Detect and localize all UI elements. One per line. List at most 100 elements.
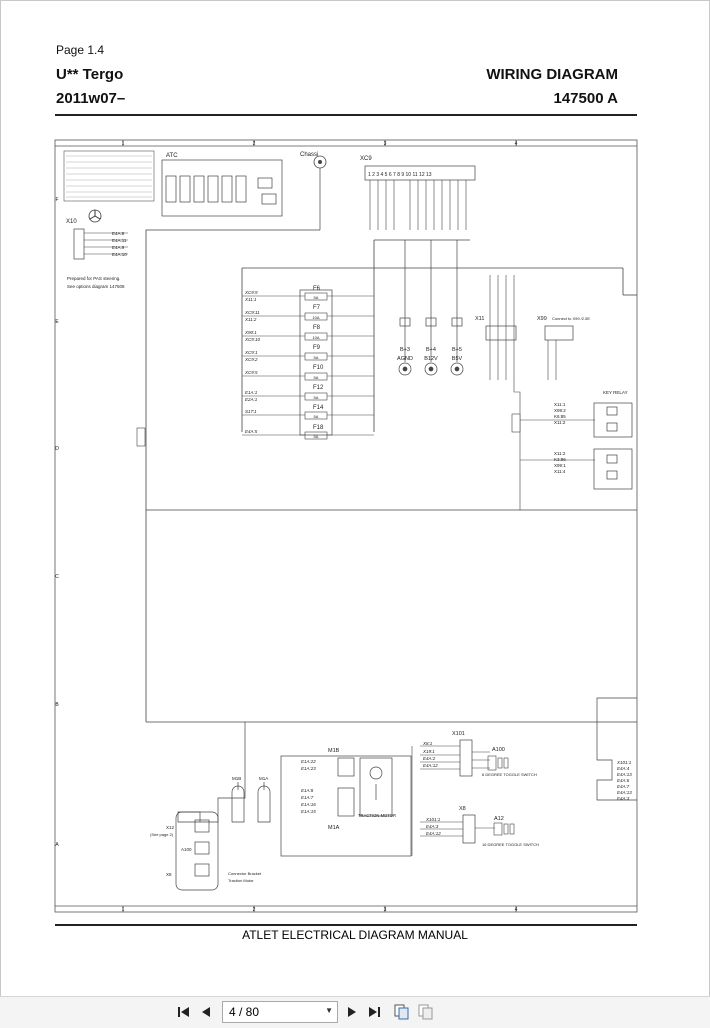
- x101-connector: [459, 739, 473, 777]
- colour-legend: [63, 150, 155, 202]
- fuse-f12-rating: 5A: [314, 395, 319, 400]
- xc9-pins: 1 2 3 4 5 6 7 8 9 10 11 12 13: [368, 172, 432, 178]
- grid-col-4-bottom: 4: [515, 907, 518, 913]
- grid-col-2: 2: [253, 141, 256, 147]
- model-name: U** Tergo: [56, 66, 124, 83]
- fuse-block: F6 F7 F8 F9 F10 F12 F14 F18 5A 10A 10A 5…: [242, 286, 374, 440]
- next-page-icon[interactable]: [344, 1004, 360, 1020]
- fuse-f18: F18: [313, 425, 324, 431]
- grid-col-4: 4: [515, 141, 518, 147]
- fuse-input-9: XC9:5: [244, 370, 258, 375]
- grid-col-1: 1: [122, 141, 125, 147]
- fuse-f10-rating: 5A: [314, 375, 319, 380]
- double-page-view-icon[interactable]: [418, 1004, 434, 1020]
- page-indicator: 4 / 80: [229, 1005, 260, 1019]
- fuse-input-2: X11:1: [244, 297, 257, 302]
- traction-motor-label: TRACTION MOTOR: [358, 813, 396, 818]
- bracket-x12: X12: [166, 825, 175, 830]
- grid-col-3: 3: [384, 141, 387, 147]
- relay-pin-3: K6:85: [554, 414, 566, 419]
- x99-connector: [544, 325, 574, 341]
- fuse-f9: F9: [313, 345, 321, 351]
- grid-col-3-bottom: 3: [384, 907, 387, 913]
- header-rule: [55, 114, 637, 116]
- fuse-input-5: X90:1: [244, 330, 257, 335]
- footer-rule: [55, 924, 637, 926]
- grid-row-c: C: [55, 574, 59, 580]
- fuse-f12: F12: [313, 385, 324, 391]
- bracket-x8: X8: [166, 872, 172, 877]
- fuse-f14-rating: 5A: [314, 414, 319, 419]
- relay-pin-8: X11:4: [554, 469, 566, 474]
- terminal-b3-sub: AGND: [397, 356, 413, 362]
- fuse-input-7: XC9:1: [244, 350, 258, 355]
- bracket-m1b: M1B: [232, 776, 241, 781]
- fuse-input-8: XC9:2: [244, 357, 258, 362]
- a12-label: A12: [494, 816, 504, 822]
- fuse-f6: F6: [313, 286, 321, 292]
- a100-switch: [487, 755, 509, 771]
- right-pin-5: E4A:7: [617, 784, 630, 789]
- prev-page-icon[interactable]: [198, 1004, 214, 1020]
- fuse-input-1: XC9:9: [244, 290, 258, 295]
- document-type: WIRING DIAGRAM: [486, 66, 618, 83]
- right-pin-1: X101:1: [616, 760, 632, 765]
- terminal-b4: B+4: [426, 347, 436, 353]
- fuse-input-11: E2A:1: [245, 397, 258, 402]
- terminal-b3: B+3: [400, 347, 410, 353]
- fuse-input-4: X11:2: [244, 317, 257, 322]
- x101-pin-1: X8:1: [422, 741, 433, 746]
- page-selector[interactable]: 4 / 80 ▼: [222, 1001, 338, 1023]
- x10-pin-4: E4A:10: [112, 252, 127, 257]
- b-plus-terminals: [398, 240, 464, 376]
- grid-col-2-bottom: 2: [253, 907, 256, 913]
- first-page-icon[interactable]: [176, 1004, 192, 1020]
- bus-marker-left: [136, 427, 146, 447]
- footer-title: ATLET ELECTRICAL DIAGRAM MANUAL: [242, 928, 468, 942]
- fuse-input-6: XC9:10: [244, 337, 261, 342]
- m1a-pin-3: E1A:16: [301, 802, 316, 807]
- fuse-input-10: E1A:1: [245, 390, 258, 395]
- x8-pin-2: E4A:3: [426, 824, 439, 829]
- fuse-f6-rating: 5A: [314, 295, 319, 300]
- m1b-pin-1: E1A:22: [301, 759, 316, 764]
- fuse-f18-rating: 5A: [314, 434, 319, 439]
- grid-row-d: D: [55, 446, 59, 452]
- grid-row-a: A: [55, 842, 59, 848]
- x8-pin-1: X101:1: [425, 817, 441, 822]
- relay-pin-5: X11:2: [554, 451, 566, 456]
- m1a-pin-1: E1A:8: [301, 788, 314, 793]
- bus-marker-right: [511, 413, 521, 433]
- x8-label: X8: [459, 806, 466, 812]
- x10-note-2: See options diagram 147508: [67, 284, 125, 289]
- atc-module: [161, 159, 283, 217]
- single-page-view-icon[interactable]: [394, 1004, 410, 1020]
- x101-pin-3: E4A:2: [423, 756, 436, 761]
- x11-connector: [485, 325, 517, 341]
- m1a-pin-4: E1A:15: [301, 809, 316, 814]
- fuse-input-13: E4A:5: [245, 429, 258, 434]
- right-pin-6: E4A:13: [617, 790, 632, 795]
- x11-label: X11: [475, 316, 484, 322]
- bracket-a100: A100: [181, 847, 192, 852]
- x10-connector: [73, 228, 85, 260]
- grid-row-b: B: [55, 702, 59, 708]
- grid-col-1-bottom: 1: [122, 907, 125, 913]
- fuse-input-12: S1T:1: [245, 409, 257, 414]
- traction-motor: [280, 755, 412, 857]
- terminal-b4-sub: B12V: [424, 356, 438, 362]
- last-page-icon[interactable]: [366, 1004, 382, 1020]
- x101-pin-4: E4A:12: [423, 763, 438, 768]
- viewer-toolbar: 4 / 80 ▼: [0, 996, 710, 1028]
- grid-labels: 1 2 3 4 1 2 3 4 F E D C B A: [55, 141, 517, 913]
- right-pin-3: E4A:13: [617, 772, 632, 777]
- xc9-label: XC9: [360, 156, 372, 162]
- fuse-f14: F14: [313, 405, 324, 411]
- a100-caption: 6 DEGREE TOGGLE SWITCH: [482, 772, 537, 777]
- fuse-f10: F10: [313, 365, 324, 371]
- connector-bracket: [175, 722, 271, 891]
- terminal-b5-sub: B5V: [452, 356, 463, 362]
- m1b-pin-2: E1A:23: [301, 766, 316, 771]
- grid-row-e: E: [55, 319, 59, 325]
- fuse-f8-rating: 10A: [312, 335, 319, 340]
